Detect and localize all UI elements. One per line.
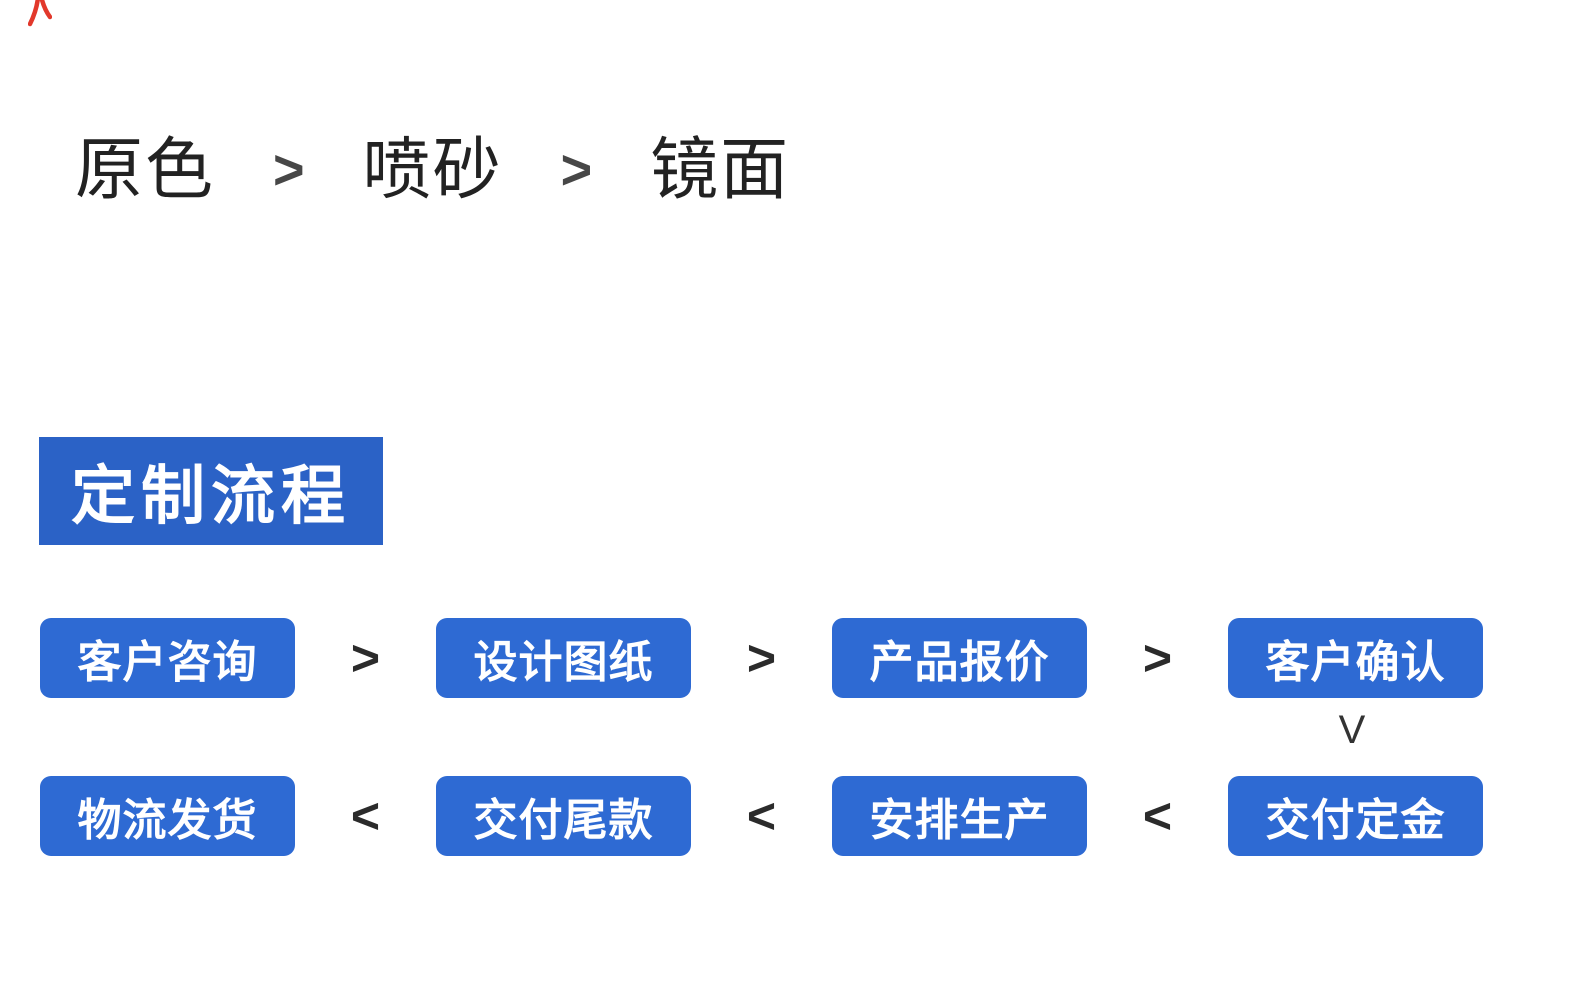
arrow-right-separator-icon: > <box>746 630 777 686</box>
flow-row-bottom: 物流发货 < 交付尾款 < 安排生产 < 交付定金 <box>40 776 1483 856</box>
flow-step-deposit-payment: 交付定金 <box>1228 776 1483 856</box>
custom-process-section-title: 定制流程 <box>39 437 383 545</box>
flow-step-design-drawings: 设计图纸 <box>436 618 691 698</box>
arrow-left-separator-icon: < <box>350 788 381 844</box>
flow-step-customer-confirmation: 客户确认 <box>1228 618 1483 698</box>
flow-step-final-payment: 交付尾款 <box>436 776 691 856</box>
arrow-right-separator-icon: > <box>350 630 381 686</box>
arrow-down-connector-icon: V <box>1338 708 1366 752</box>
arrow-right-separator-icon: > <box>1142 630 1173 686</box>
red-glyph-fragment-icon <box>28 0 52 27</box>
flow-step-logistics-shipping: 物流发货 <box>40 776 295 856</box>
flow-step-product-quotation: 产品报价 <box>832 618 1087 698</box>
finish-option-original-color: 原色 <box>75 132 216 208</box>
finish-option-sandblasted: 喷砂 <box>362 132 503 208</box>
arrow-left-separator-icon: < <box>1142 788 1173 844</box>
flow-row-top: 客户咨询 > 设计图纸 > 产品报价 > 客户确认 <box>40 618 1483 698</box>
flow-step-arrange-production: 安排生产 <box>832 776 1087 856</box>
greater-than-separator-icon: > <box>560 138 593 202</box>
finish-option-mirror: 镜面 <box>650 132 791 208</box>
finish-options-row: 原色 > 喷砂 > 镜面 <box>75 133 790 208</box>
greater-than-separator-icon: > <box>273 138 305 202</box>
arrow-left-separator-icon: < <box>746 788 777 844</box>
flow-step-customer-inquiry: 客户咨询 <box>40 618 295 698</box>
